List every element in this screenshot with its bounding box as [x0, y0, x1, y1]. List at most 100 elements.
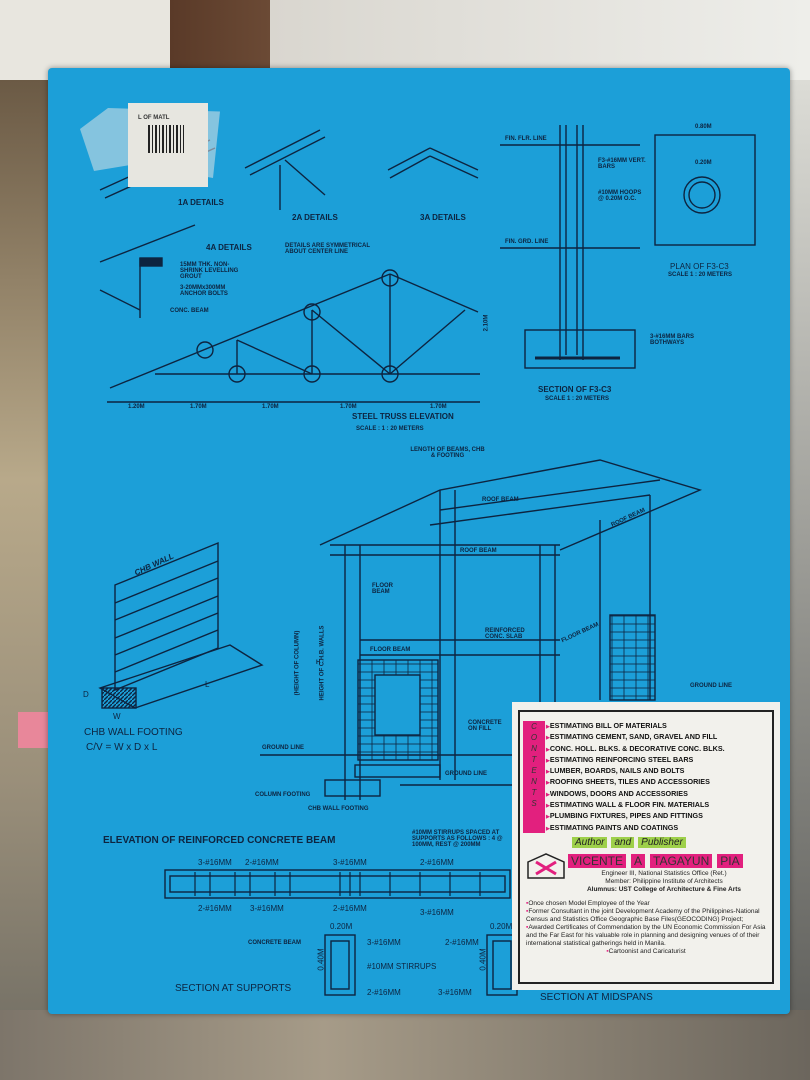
truss-title: STEEL TRUSS ELEVATION: [352, 412, 454, 421]
column-footing: COLUMN FOOTING: [255, 792, 311, 798]
pink-note: [18, 712, 50, 748]
top-label-1: 3-#16MM: [198, 858, 232, 867]
dim-5: 1.70M: [430, 404, 447, 410]
credentials: Engineer III, National Statistics Office…: [564, 870, 764, 894]
bottom-label-1: 2-#16MM: [198, 904, 232, 913]
contents-item: ESTIMATING REINFORCING STEEL BARS: [546, 755, 725, 766]
dim-w: W: [113, 712, 121, 721]
achievement-item: Cartoonist and Caricaturist: [526, 948, 766, 956]
stirrup-note: #10MM STIRRUPS SPACED AT SUPPORTS AS FOL…: [412, 830, 503, 848]
dim-1: 1.20M: [128, 404, 145, 410]
beam-title: ELEVATION OF REINFORCED CONCRETE BEAM: [103, 835, 336, 846]
contents-item: LUMBER, BOARDS, NAILS AND BOLTS: [546, 766, 725, 777]
h-label: H: [316, 660, 321, 666]
support-bottom: 2-#16MM: [367, 988, 401, 997]
midspan-top: 2-#16MM: [445, 938, 479, 947]
plan-title: PLAN OF F3-C3: [670, 262, 729, 271]
ground-line-3: GROUND LINE: [690, 683, 732, 689]
contents-item: WINDOWS, DOORS AND ACCESSORIES: [546, 789, 725, 800]
name-word: PIA: [717, 854, 743, 868]
bottom-label-2: 3-#16MM: [250, 904, 284, 913]
dim-2: 1.70M: [190, 404, 207, 410]
support-top: 3-#16MM: [367, 938, 401, 947]
author-sticker: C O N T E N T S ESTIMATING BILL OF MATER…: [512, 702, 780, 990]
bottom-label-4: 3-#16MM: [420, 908, 454, 917]
contents-letter: T: [531, 788, 537, 797]
beam-note: CONC. BEAM: [170, 308, 209, 314]
midspan-height: 0.40M: [478, 948, 488, 971]
detail-3a-label: 3A DETAILS: [420, 213, 466, 222]
height-dim: 2.10M: [483, 314, 490, 332]
achievement-item: Awarded Certificates of Commendation by …: [526, 924, 766, 948]
beam-elevation: [164, 869, 518, 996]
contents-letter: O: [530, 733, 538, 742]
plan-dim-inner: 0.20M: [695, 160, 712, 166]
support-stirrups: #10MM STIRRUPS: [367, 962, 437, 971]
footing-title: CHB WALL FOOTING: [84, 727, 183, 738]
credential-line: Alumnus: UST College of Architecture & F…: [586, 886, 742, 893]
barcode-icon: [148, 125, 184, 153]
fin-grd-line: FIN. GRD. LINE: [505, 239, 549, 245]
bolts-note: 3-20MMx300MM ANCHOR BOLTS: [180, 285, 228, 297]
bars-bothways-note: 3-#16MM BARS BOTHWAYS: [650, 334, 695, 346]
sticker-frame: [518, 710, 774, 984]
barcode-text: L OF MATL: [138, 115, 170, 121]
height-column: (HEIGHT OF COLUMN): [294, 630, 301, 696]
fin-flr-line: FIN. FLR. LINE: [505, 136, 547, 142]
contents-letter: S: [531, 799, 537, 808]
contents-item: ESTIMATING PAINTS AND COATINGS: [546, 823, 725, 834]
author-word: Publisher: [638, 837, 686, 848]
ground-line-2: GROUND LINE: [445, 771, 487, 777]
ground-line-1: GROUND LINE: [262, 745, 304, 751]
detail-4a-label: 4A DETAILS: [206, 243, 252, 252]
section-midspans: SECTION AT MIDSPANS: [540, 992, 653, 1003]
chb-wall-footing: CHB WALL FOOTING: [308, 806, 369, 812]
contents-list: ESTIMATING BILL OF MATERIALS ESTIMATING …: [546, 721, 725, 834]
section-title: SECTION OF F3-C3: [538, 385, 612, 394]
top-label-4: 2-#16MM: [420, 858, 454, 867]
truss-scale: SCALE : 1 : 20 METERS: [356, 426, 424, 432]
name-word: TAGAYUN: [650, 854, 713, 868]
chb-wall: [98, 541, 264, 709]
plan-dim-outer: 0.80M: [695, 124, 712, 130]
contents-item: ESTIMATING CEMENT, SAND, GRAVEL AND FILL: [546, 732, 725, 743]
contents-letter: N: [531, 744, 537, 753]
contents-item: CONC. HOLL. BLKS. & DECORATIVE CONC. BLK…: [546, 744, 725, 755]
dim-4: 1.70M: [340, 404, 357, 410]
achievement-item: Former Consultant in the joint Developme…: [526, 908, 766, 924]
section-scale: SCALE 1 : 20 METERS: [545, 396, 610, 402]
roof-beam-1: ROOF BEAM: [482, 497, 519, 503]
dim-d: D: [83, 690, 89, 699]
dim-3: 1.70M: [262, 404, 279, 410]
credential-line: Member: Philippine Institute of Architec…: [605, 878, 723, 885]
hoops-note: #10MM HOOPS @ 0.20M O.C.: [598, 190, 642, 202]
top-label-3: 3-#16MM: [333, 858, 367, 867]
achievement-item: Once chosen Model Employee of the Year: [526, 900, 766, 908]
contents-tag: C O N T E N T S: [523, 721, 545, 833]
author-word: Author: [572, 837, 608, 848]
floor-beam-2: FLOOR BEAM: [370, 647, 411, 653]
background-wood: [0, 0, 810, 80]
footing-formula: C/V = W x D x L: [86, 742, 158, 753]
barcode-sticker: L OF MATL: [128, 103, 208, 187]
name-word: VICENTE: [568, 854, 627, 868]
contents-item: ESTIMATING WALL & FLOOR FIN. MATERIALS: [546, 800, 725, 811]
steel-truss: [107, 269, 480, 403]
contents-letter: T: [531, 755, 537, 764]
contents-letter: C: [531, 722, 537, 731]
dim-l: L: [205, 680, 210, 689]
detail-1a-label: 1A DETAILS: [178, 198, 224, 207]
top-label-2: 2-#16MM: [245, 858, 279, 867]
section-supports: SECTION AT SUPPORTS: [175, 983, 292, 994]
floor-beam-1: FLOOR BEAM: [372, 583, 393, 595]
concrete-beam-label: CONCRETE BEAM: [248, 940, 302, 946]
concrete-fill: CONCRETE ON FILL: [468, 720, 502, 732]
height-chb: HEIGHT OF C.H.B. WALLS: [319, 625, 326, 701]
contents-letter: N: [531, 777, 537, 786]
contents-item: ESTIMATING BILL OF MATERIALS: [546, 721, 725, 732]
vert-bars-note: F3-#16MM VERT. BARS: [598, 158, 646, 170]
credential-line: Engineer III, National Statistics Office…: [601, 870, 727, 877]
contents-letter: E: [531, 766, 537, 775]
